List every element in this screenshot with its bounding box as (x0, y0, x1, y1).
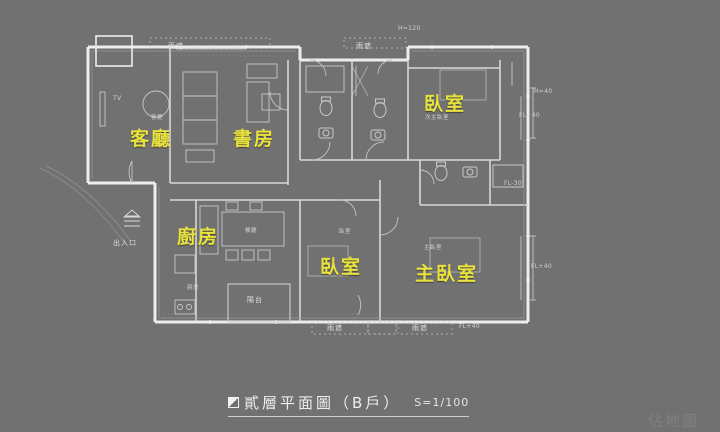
canopy-label-bottom-right: 雨遮 (412, 324, 428, 332)
stairs-symbol (122, 209, 142, 227)
tv-label: TV (113, 95, 122, 102)
entrance-label: 出入口 (113, 239, 137, 247)
fl40-right-bottom-annotation: FL+40 (531, 263, 552, 270)
study-furniture (246, 63, 281, 123)
fl40-bottom-annotation: FL+40 (459, 323, 480, 330)
canopy-label-top-left: 雨遮 (168, 42, 184, 50)
bedroom-third-sublabel: 臥室 (339, 229, 352, 235)
drawing-scale: S=1/100 (414, 396, 470, 409)
fl30-annotation: FL-30 (504, 180, 522, 187)
study-room-label: 書房 (233, 128, 276, 150)
title-marker-icon (228, 397, 239, 408)
height-40-annotation: H=40 (534, 88, 553, 95)
drawing-title-block: 貳層平面圖（B戶） S=1/100 (228, 392, 470, 417)
watermark: 佔地圖 (648, 412, 700, 430)
bedroom-secondary-sublabel: 次主臥室 (425, 115, 450, 121)
canopy-label-bottom-left: 雨遮 (327, 324, 343, 332)
bedroom-third-label: 臥室 (320, 256, 363, 278)
master-bedroom-sublabel: 主臥室 (424, 245, 443, 251)
living-room-label: 客廳 (130, 128, 173, 150)
height-120-annotation: H=120 (398, 25, 421, 32)
dining-label: 餐廳 (245, 228, 258, 234)
drawing-title: 貳層平面圖（B戶） (244, 394, 402, 412)
kitchenette-label: 廚房 (187, 285, 200, 291)
fl40-right-top-annotation: FL+40 (519, 112, 540, 119)
bath-fixtures (305, 65, 524, 188)
bedroom-secondary-label: 臥室 (424, 93, 467, 115)
kitchen-label: 廚房 (177, 226, 220, 248)
canopy-label-top-right: 雨遮 (356, 42, 372, 50)
living-room-sublabel: 客廳 (151, 115, 164, 121)
master-bedroom-label: 主臥室 (415, 263, 479, 285)
balcony-label: 陽台 (247, 296, 263, 304)
